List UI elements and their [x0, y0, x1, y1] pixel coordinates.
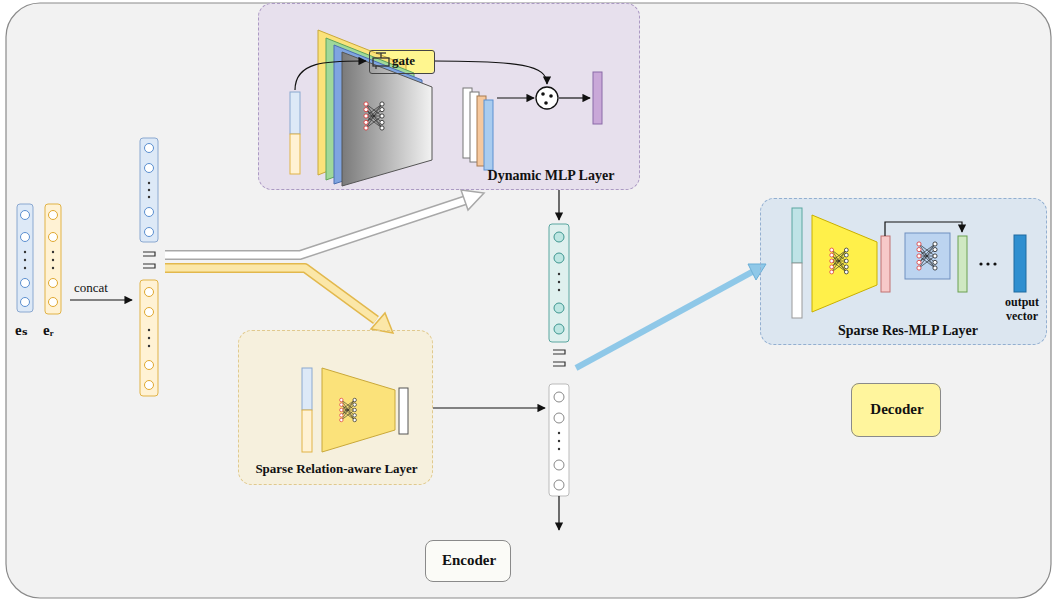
node-text: output vector	[999, 296, 1045, 324]
node-text: gate	[392, 54, 432, 69]
node-text: Decoder	[855, 401, 939, 418]
layer-box: Sparse Relation-aware Layer	[238, 330, 433, 485]
layer-box: Dynamic MLP Layer gate	[258, 3, 640, 190]
module-label-box: Decoder	[851, 383, 941, 437]
node-text: Encoder	[429, 552, 509, 569]
node-text: Sparse Relation-aware Layer	[243, 462, 430, 477]
text-label: concat	[74, 281, 108, 296]
module-label-box: Encoder	[425, 540, 511, 582]
text-label: eᵣ	[43, 322, 53, 339]
gate-box: gate	[369, 50, 435, 74]
text-label: eₛ	[15, 322, 28, 339]
node-text: Dynamic MLP Layer	[471, 168, 631, 184]
node-text: Sparse Res-MLP Layer	[819, 323, 997, 339]
layer-box: output vectorSparse Res-MLP Layer	[760, 198, 1047, 345]
